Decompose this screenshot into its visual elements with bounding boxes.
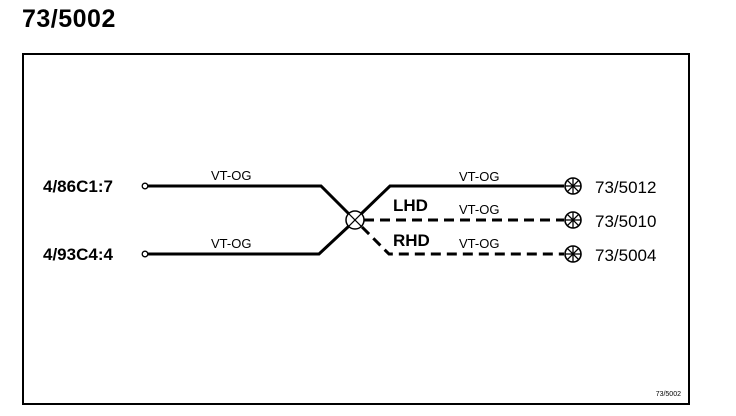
source-wire-2 bbox=[148, 224, 351, 256]
destination-wire-label-2: VT-OG bbox=[459, 202, 499, 217]
source-wire-label-2: VT-OG bbox=[211, 236, 251, 251]
source-label-2: 4/93C4:4 bbox=[43, 245, 113, 264]
lamp-icon bbox=[564, 177, 582, 195]
destination-wire-1 bbox=[359, 184, 564, 216]
page-title: 73/5002 bbox=[22, 5, 116, 33]
splice-cross-2 bbox=[348, 213, 362, 227]
variant-label-rhd: RHD bbox=[393, 231, 430, 250]
source-wire-label-1: VT-OG bbox=[211, 168, 251, 183]
destination-wire-label-3: VT-OG bbox=[459, 236, 499, 251]
variant-label-lhd: LHD bbox=[393, 196, 428, 215]
diagram-frame bbox=[22, 53, 690, 405]
lamp-icon bbox=[564, 245, 582, 263]
destination-label-3: 73/5004 bbox=[595, 246, 656, 265]
destination-wire-3 bbox=[360, 225, 564, 256]
destination-wire-label-1: VT-OG bbox=[459, 169, 499, 184]
source-label-1: 4/86C1:7 bbox=[43, 177, 113, 196]
lamp-icon bbox=[564, 211, 582, 229]
source-terminal-2 bbox=[141, 250, 149, 258]
source-terminal-1 bbox=[141, 182, 149, 190]
source-wire-1 bbox=[148, 184, 351, 216]
destination-label-2: 73/5010 bbox=[595, 212, 656, 231]
destination-label-1: 73/5012 bbox=[595, 178, 656, 197]
reference-code: 73/5002 bbox=[656, 391, 681, 398]
